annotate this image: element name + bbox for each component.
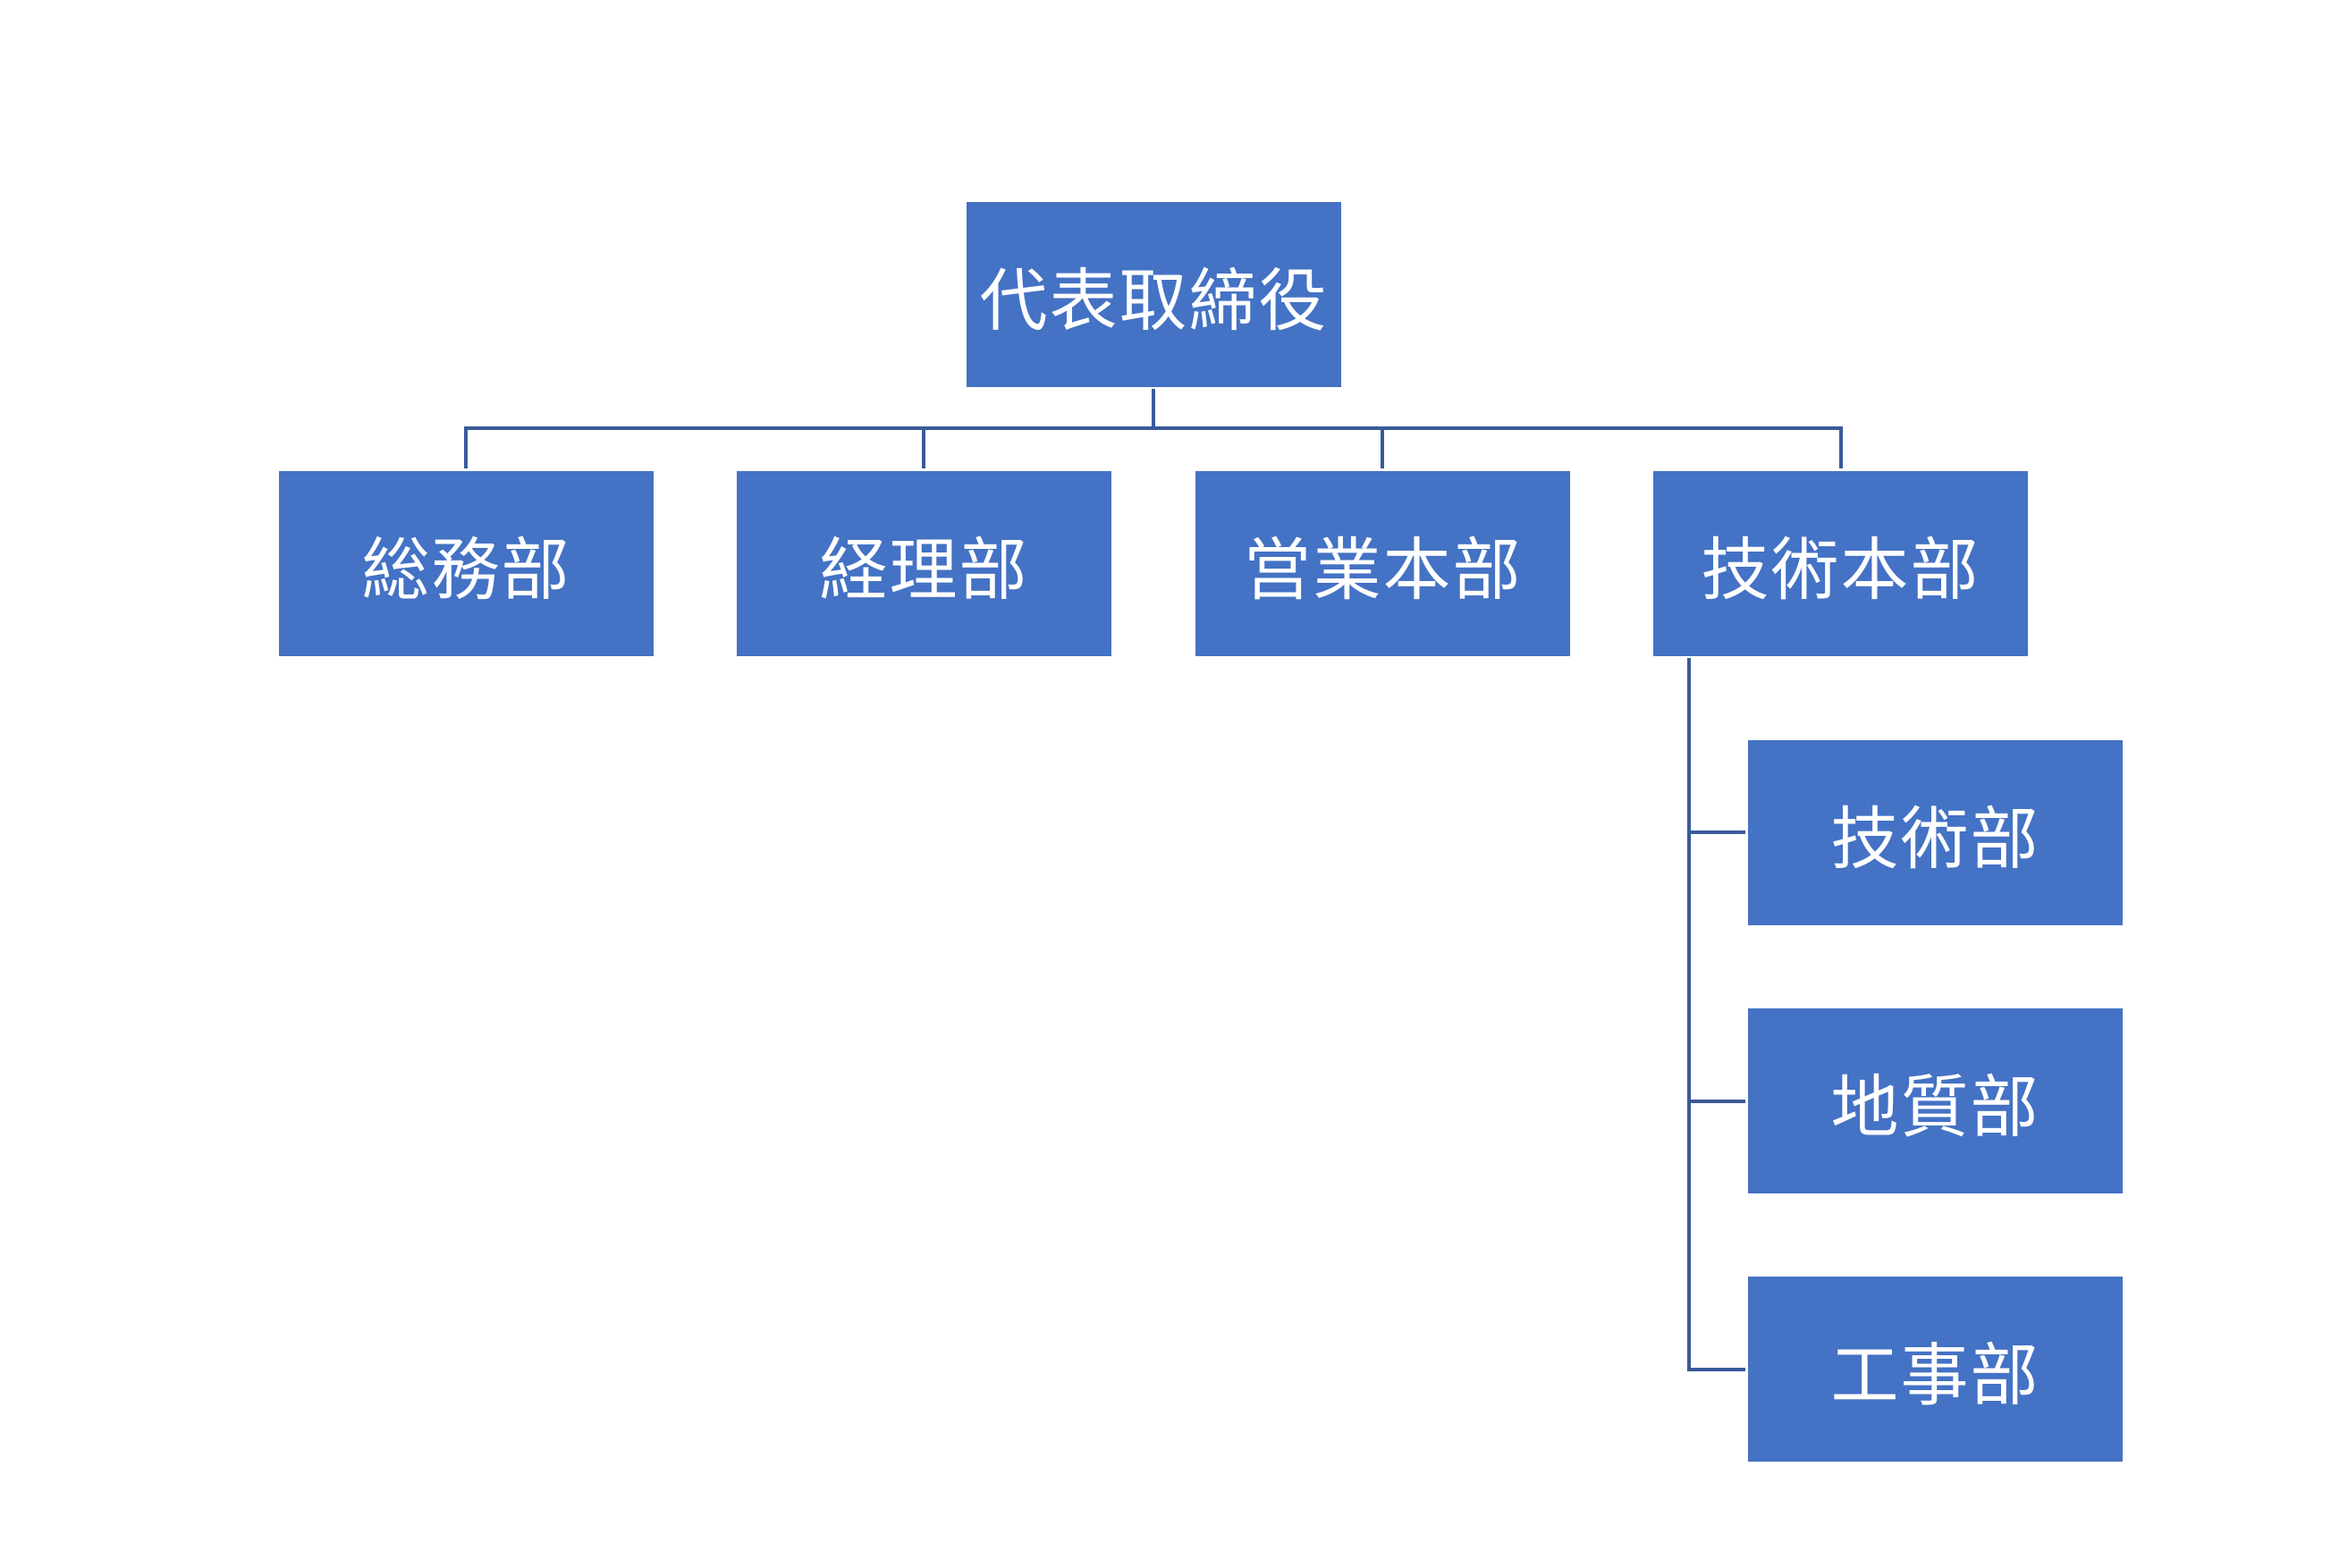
node-technology-hq-label: 技術本部 (1701, 529, 1981, 610)
node-general-affairs[interactable]: 総務部 (279, 471, 654, 656)
node-ceo-label: 代表取締役 (979, 260, 1329, 341)
node-sales-hq[interactable]: 営業本部 (1195, 471, 1570, 656)
node-technology-dept[interactable]: 技術部 (1748, 740, 2123, 925)
node-technology-dept-label: 技術部 (1830, 798, 2040, 879)
node-technology-hq[interactable]: 技術本部 (1653, 471, 2028, 656)
node-construction-dept-label: 工事部 (1830, 1335, 2040, 1415)
node-geology-dept[interactable]: 地質部 (1748, 1008, 2123, 1193)
node-sales-hq-label: 営業本部 (1243, 529, 1523, 610)
node-construction-dept[interactable]: 工事部 (1748, 1277, 2123, 1462)
node-accounting-label: 経理部 (819, 529, 1029, 610)
node-geology-dept-label: 地質部 (1830, 1066, 2040, 1147)
node-accounting[interactable]: 経理部 (737, 471, 1111, 656)
node-ceo[interactable]: 代表取締役 (967, 202, 1341, 387)
node-general-affairs-label: 総務部 (361, 529, 571, 610)
